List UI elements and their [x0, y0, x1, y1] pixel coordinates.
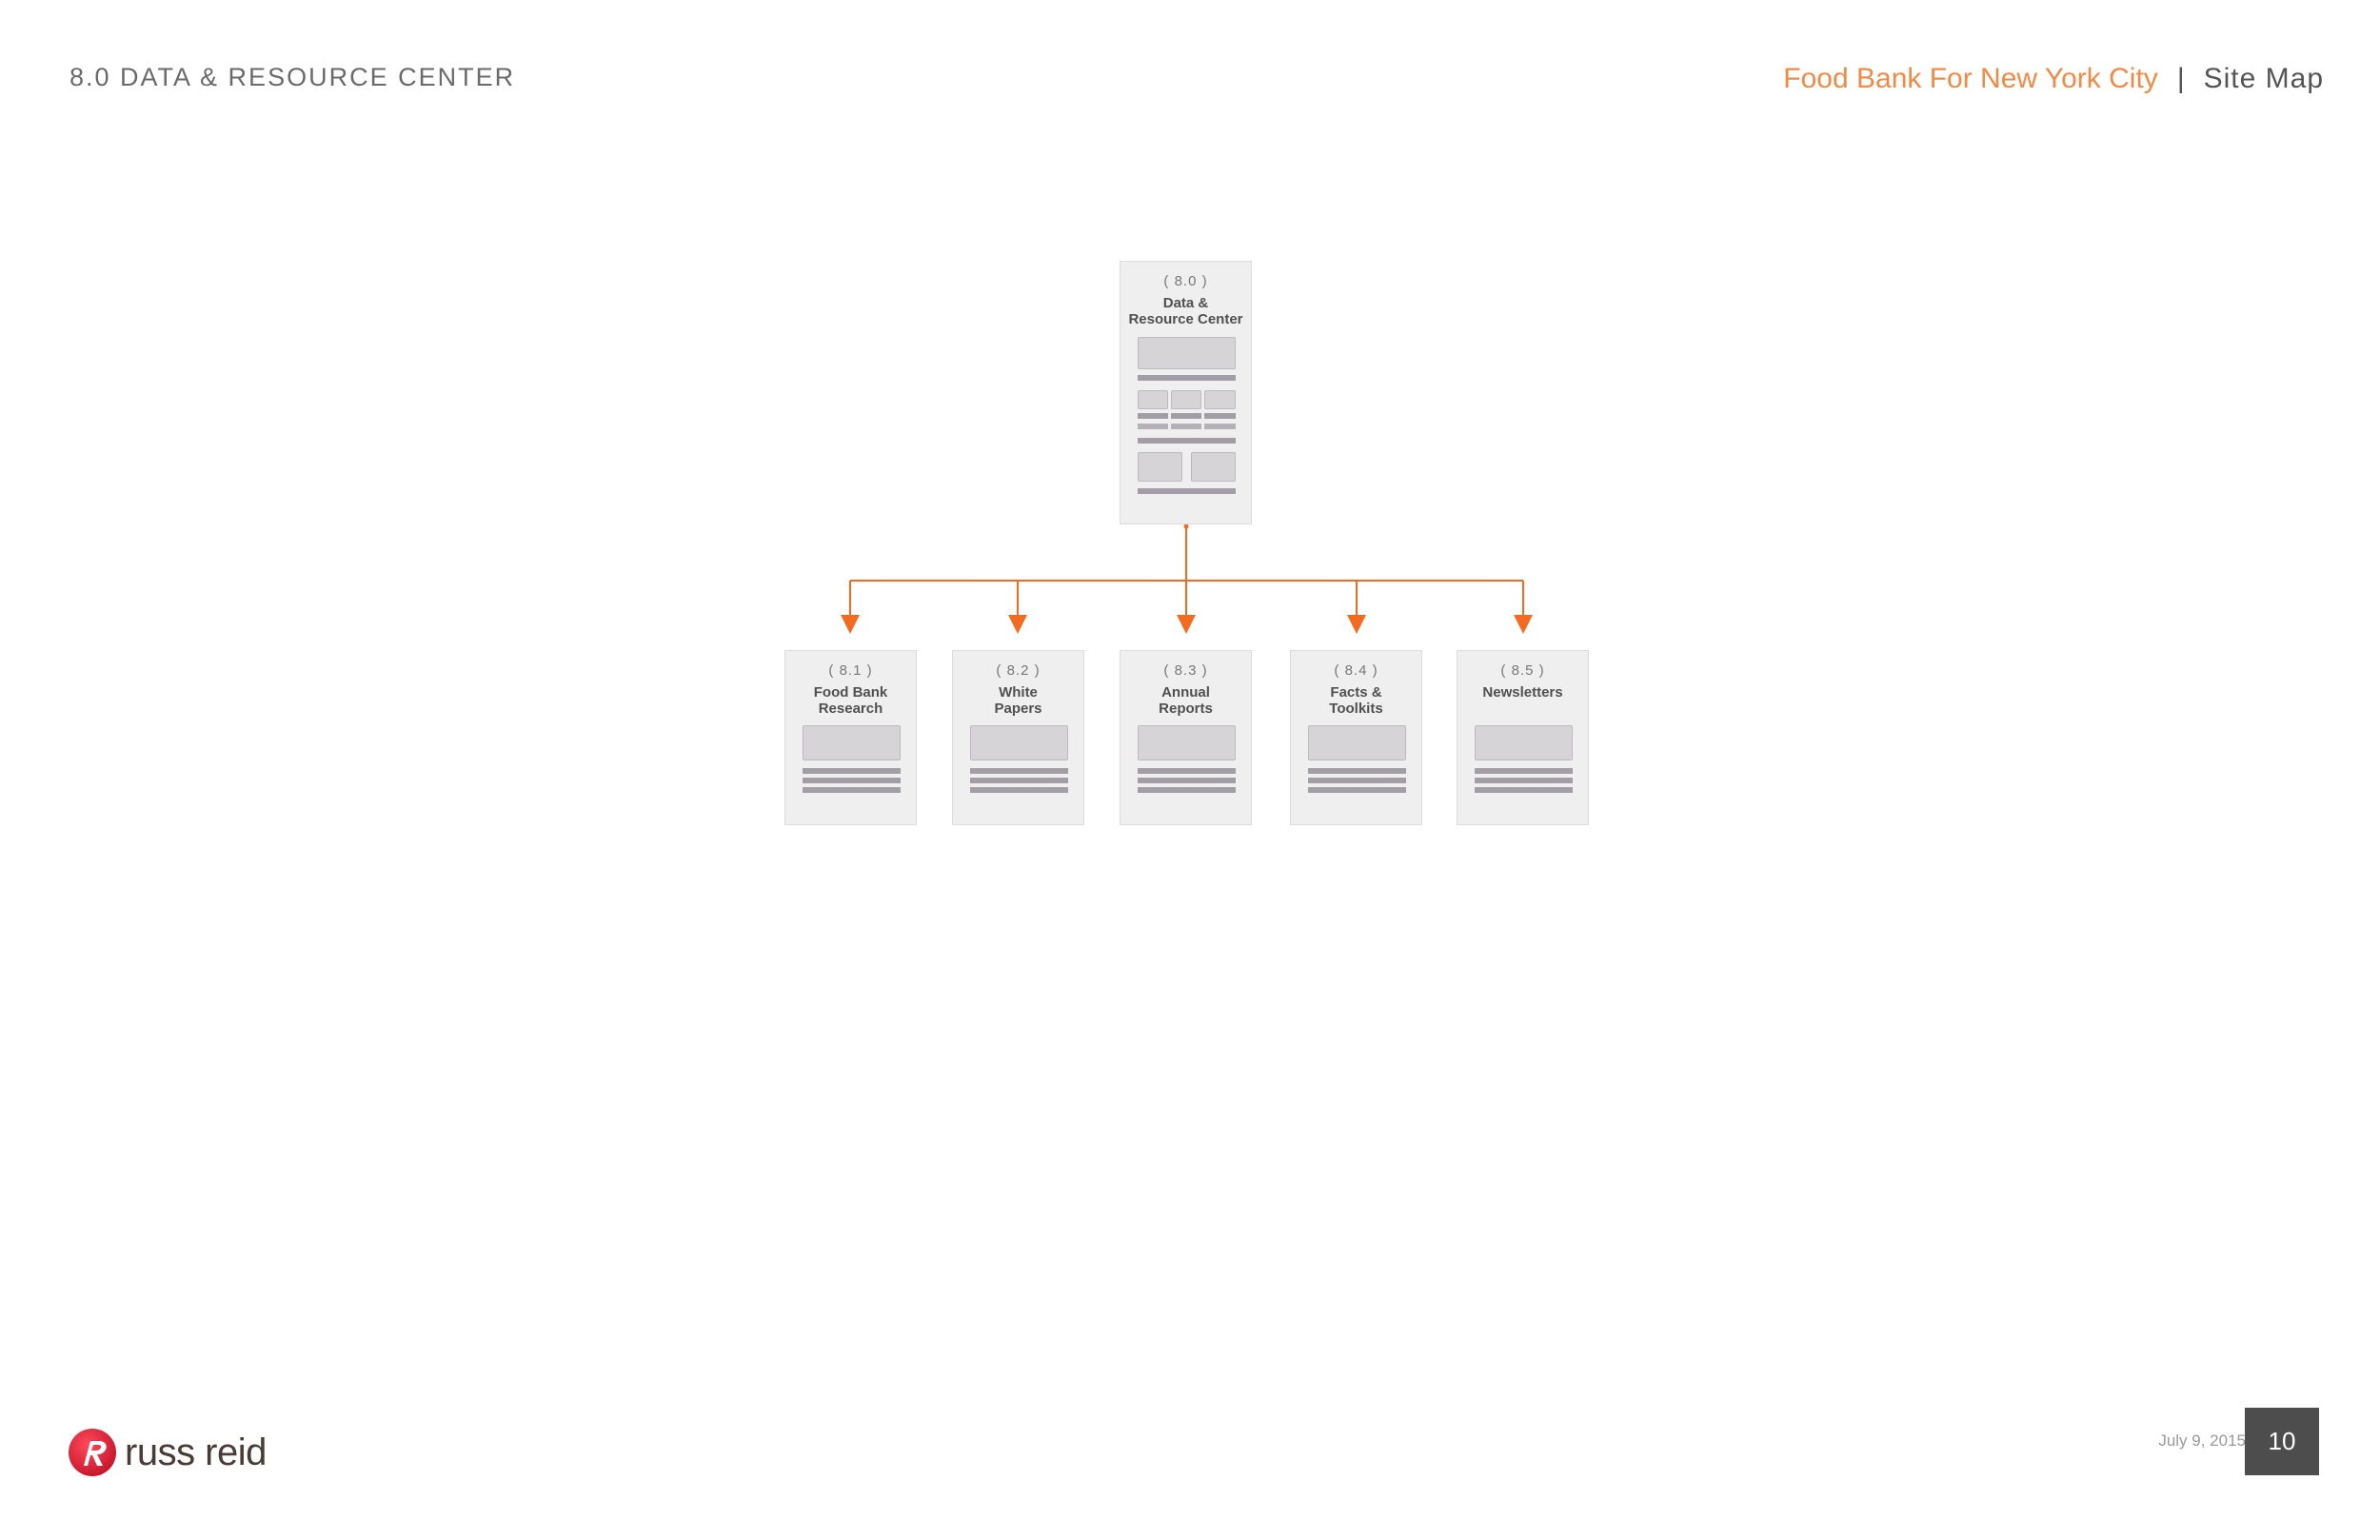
wireframe-hero-block — [1475, 725, 1573, 760]
wireframe-text-line — [803, 787, 901, 793]
section-title: 8.0 DATA & RESOURCE CENTER — [69, 63, 516, 91]
wireframe-tile — [1171, 390, 1201, 409]
wireframe-text-line — [1138, 787, 1236, 793]
wireframe-text-line — [1138, 768, 1236, 774]
node-number: ( 8.0 ) — [1163, 273, 1208, 289]
wireframe-hero-block — [1138, 725, 1236, 760]
wireframe-text-line — [1171, 424, 1201, 429]
wireframe-text-line — [1204, 413, 1236, 419]
wireframe-hero-block — [1308, 725, 1406, 760]
logo-wordmark: russ reid — [125, 1431, 267, 1473]
sitemap-node-8-2[interactable]: ( 8.2 ) White Papers — [952, 650, 1084, 825]
wireframe-text-line — [803, 768, 901, 774]
node-title: Data & Resource Center — [1128, 295, 1243, 327]
sitemap-node-8-4[interactable]: ( 8.4 ) Facts & Toolkits — [1290, 650, 1422, 825]
wireframe-text-line — [1308, 778, 1406, 783]
document-date: July 9, 2015 — [2158, 1431, 2246, 1450]
wireframe-text-line — [1138, 424, 1168, 429]
wireframe-text-line — [1308, 768, 1406, 774]
document-header: Food Bank For New York City | Site Map — [1783, 63, 2324, 95]
wireframe-text-line — [1475, 768, 1573, 774]
wireframe-hero-block — [1138, 337, 1236, 369]
sitemap-node-8-3[interactable]: ( 8.3 ) Annual Reports — [1120, 650, 1252, 825]
wireframe-hero-block — [803, 725, 901, 760]
node-title: Newsletters — [1482, 684, 1563, 701]
wireframe-text-line — [970, 787, 1068, 793]
wireframe-text-line — [803, 778, 901, 783]
wireframe-text-line — [1204, 424, 1236, 429]
node-title: Facts & Toolkits — [1329, 684, 1383, 717]
node-number: ( 8.1 ) — [828, 662, 873, 679]
wireframe-text-line — [1138, 375, 1236, 381]
node-number: ( 8.5 ) — [1500, 662, 1545, 679]
node-number: ( 8.4 ) — [1334, 662, 1378, 679]
wireframe-tile — [1138, 452, 1182, 482]
wireframe-tile — [1191, 452, 1236, 482]
russ-reid-logo-icon — [69, 1429, 116, 1476]
wireframe-text-line — [1138, 413, 1168, 419]
wireframe-text-line — [1138, 438, 1236, 444]
wireframe-tile — [1138, 390, 1168, 409]
node-number: ( 8.3 ) — [1163, 662, 1208, 679]
wireframe-text-line — [970, 768, 1068, 774]
sitemap-node-8-1[interactable]: ( 8.1 ) Food Bank Research — [784, 650, 917, 825]
document-type: Site Map — [2203, 63, 2324, 94]
sitemap-node-8-5[interactable]: ( 8.5 ) Newsletters — [1457, 650, 1589, 825]
project-name: Food Bank For New York City — [1783, 63, 2158, 94]
wireframe-text-line — [1138, 778, 1236, 783]
russ-reid-logo: russ reid — [68, 1428, 267, 1477]
node-number: ( 8.2 ) — [996, 662, 1041, 679]
wireframe-text-line — [1475, 787, 1573, 793]
sitemap-node-8-0[interactable]: ( 8.0 ) Data & Resource Center — [1120, 261, 1252, 524]
node-title: Food Bank Research — [813, 684, 888, 717]
wireframe-text-line — [1308, 787, 1406, 793]
node-title: White Papers — [994, 684, 1042, 717]
wireframe-tile — [1204, 390, 1236, 409]
wireframe-text-line — [970, 778, 1068, 783]
wireframe-hero-block — [970, 725, 1068, 760]
node-title: Annual Reports — [1159, 684, 1213, 717]
header-separator: | — [2176, 63, 2185, 94]
page-number-badge: 10 — [2245, 1408, 2319, 1475]
wireframe-text-line — [1171, 413, 1201, 419]
wireframe-text-line — [1138, 488, 1236, 494]
wireframe-text-line — [1475, 778, 1573, 783]
